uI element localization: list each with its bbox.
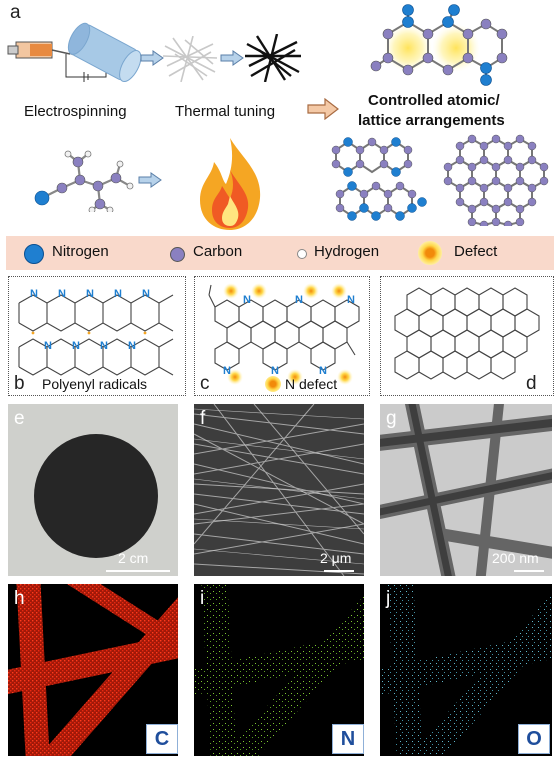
panel-h-label: h — [14, 588, 25, 609]
polymer-molecule-model — [34, 150, 134, 212]
white-fiber-mat — [163, 36, 217, 82]
nitrogen-map — [194, 584, 364, 756]
black-fiber-mat — [245, 34, 301, 82]
defect-marker-icon — [265, 376, 281, 392]
scale-bar — [106, 570, 170, 572]
panel-i-label: i — [200, 588, 205, 609]
atom-n: N — [347, 294, 355, 306]
panel-d-label: d — [526, 373, 537, 394]
atom-n: N — [142, 288, 150, 300]
arrow-right-icon — [140, 50, 164, 66]
n-defect-structure — [208, 283, 360, 385]
panel-c: N N N N N N c N defect — [194, 276, 370, 396]
legend-hydrogen-label: Hydrogen — [314, 243, 380, 260]
panel-a-label: a — [10, 2, 21, 23]
atom-legend: Nitrogen Carbon Hydrogen Defect — [6, 236, 554, 270]
panel-j-eds-oxygen: j O — [380, 584, 552, 756]
element-c-badge: C — [146, 724, 178, 754]
atom-n: N — [319, 365, 327, 377]
panel-j-label: j — [386, 588, 391, 609]
atom-n: N — [295, 294, 303, 306]
nitrogen-doped-sheets — [331, 137, 427, 221]
defect-swatch-icon — [418, 241, 442, 265]
atom-n: N — [223, 365, 231, 377]
scale-label: 2 cm — [118, 550, 149, 566]
scale-label: 2 μm — [320, 550, 352, 566]
arrow-right-icon — [220, 50, 244, 66]
atom-n: N — [44, 340, 52, 352]
element-o-badge: O — [518, 724, 550, 754]
atom-n: N — [86, 288, 94, 300]
graphitic-structure — [394, 287, 540, 380]
nitrogen-swatch-icon — [24, 244, 44, 264]
arrow-right-icon — [138, 172, 162, 188]
controlled-line-1: Controlled atomic/ — [368, 92, 500, 109]
atom-n: N — [271, 365, 279, 377]
flame-icon — [200, 138, 261, 230]
thermal-tuning-label: Thermal tuning — [175, 103, 276, 120]
controlled-line-2: lattice arrangements — [358, 112, 505, 129]
polyenyl-radical-structure — [18, 294, 174, 376]
carbon-map — [8, 584, 178, 756]
orange-arrow-icon — [307, 98, 339, 120]
panel-f-label: f — [200, 408, 206, 429]
panel-i-eds-nitrogen: i N — [194, 584, 364, 756]
panel-b-label: b — [14, 373, 25, 394]
element-n-badge: N — [332, 724, 364, 754]
legend-defect-label: Defect — [454, 243, 498, 260]
panel-d: d — [380, 276, 554, 396]
panel-c-label: c — [200, 373, 210, 394]
legend-carbon-label: Carbon — [193, 243, 243, 260]
legend-nitrogen-label: Nitrogen — [52, 243, 109, 260]
panel-e-label: e — [14, 408, 25, 429]
panel-h-eds-carbon: h C — [8, 584, 178, 756]
atom-n: N — [243, 294, 251, 306]
atom-n: N — [100, 340, 108, 352]
scale-bar — [324, 570, 354, 572]
scale-bar — [514, 570, 544, 572]
oxygen-map — [380, 584, 552, 756]
defect-lattice-model — [370, 4, 508, 86]
electrospinning-illustration — [7, 22, 142, 83]
panel-f-sem: f 2 μm — [194, 404, 364, 576]
carbon-film-disk — [34, 434, 158, 558]
panel-b: N N N N N N N N N b Polyenyl radicals — [8, 276, 186, 396]
tem-nanofibers — [380, 404, 552, 576]
atom-n: N — [114, 288, 122, 300]
atom-n: N — [30, 288, 38, 300]
panel-c-caption: N defect — [285, 376, 338, 392]
fiber-network — [194, 404, 364, 576]
scale-label: 200 nm — [492, 550, 539, 566]
panel-g-tem: g 200 nm — [380, 404, 552, 576]
panel-b-caption: Polyenyl radicals — [42, 376, 148, 392]
electrospinning-label: Electrospinning — [24, 103, 127, 120]
graphitic-lattice — [443, 134, 549, 226]
atom-n: N — [128, 340, 136, 352]
panel-g-label: g — [386, 408, 397, 429]
hydrogen-swatch-icon — [297, 249, 307, 259]
panel-e-photo: e 2 cm — [8, 404, 178, 576]
carbon-swatch-icon — [170, 247, 185, 262]
atom-n: N — [72, 340, 80, 352]
atom-n: N — [58, 288, 66, 300]
